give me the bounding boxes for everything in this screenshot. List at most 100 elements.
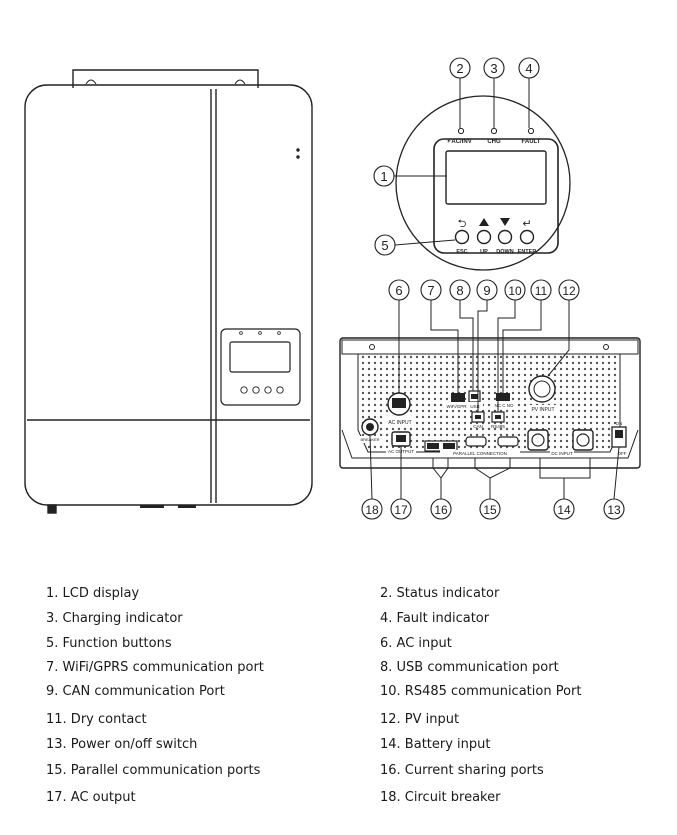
svg-text:OFF: OFF [618,451,627,456]
up-arrow-icon [479,218,489,226]
svg-text:CAN: CAN [473,424,483,429]
svg-text:AC INPUT: AC INPUT [388,420,411,426]
svg-text:DOWN: DOWN [496,249,513,255]
front-lcd-panel [220,328,301,406]
svg-text:ENTER: ENTER [518,249,537,255]
inverter-front-view [24,69,313,514]
legend-item-4: 4. Fault indicator [380,611,490,626]
legend-item-7: 7. WiFi/GPRS communication port [46,660,264,675]
inverter-bottom-view: AC INPUT WiFi/GPRS USB CAN RS485 NC C NO… [339,337,641,469]
callout-5: 5 [374,234,396,256]
parallel-port-1 [465,436,487,447]
legend-item-17: 17. AC output [46,790,136,805]
svg-text:13: 13 [607,503,621,517]
svg-text:6: 6 [395,283,402,298]
svg-text:ON: ON [616,421,623,426]
control-panel-zoom: ☀AC/INV CHG FAULT ⮌ ↵ ESC UP DOWN ENTER [395,95,571,271]
svg-text:PARALLEL CONNECTION: PARALLEL CONNECTION [453,451,507,456]
callout-18: 18 [361,498,383,520]
wifi-gprs-port [451,393,465,402]
fault-led [527,127,535,135]
svg-text:15: 15 [483,503,497,517]
legend-item-3: 3. Charging indicator [46,611,183,626]
legend-item-11: 11. Dry contact [46,712,147,727]
legend-item-18: 18. Circuit breaker [380,790,501,805]
legend-item-6: 6. AC input [380,636,452,651]
callout-4: 4 [518,57,540,79]
callout-13: 13 [603,498,625,520]
svg-text:PV INPUT: PV INPUT [531,407,554,413]
svg-text:ESC: ESC [456,249,467,255]
up-button [476,229,492,245]
callout-15: 15 [479,498,501,520]
callout-11: 11 [530,279,552,301]
svg-text:7: 7 [427,283,434,298]
legend-item-16: 16. Current sharing ports [380,763,544,778]
svg-text:DC INPUT: DC INPUT [551,451,573,456]
parallel-port-2 [497,436,519,447]
callout-8: 8 [449,279,471,301]
callout-1: 1 [373,165,395,187]
svg-text:NC C NO: NC C NO [495,403,514,408]
callout-16: 16 [430,498,452,520]
lcd-screen [445,150,547,205]
svg-text:16: 16 [434,503,448,517]
down-button [497,229,513,245]
svg-text:10: 10 [508,284,522,298]
callout-3: 3 [483,57,505,79]
inverter-housing [24,84,313,506]
label-fault: FAULT [522,139,541,145]
callout-17: 17 [390,498,412,520]
dry-contact-terminal [496,393,510,401]
charging-led [490,127,498,135]
callout-2: 2 [449,57,471,79]
legend-item-8: 8. USB communication port [380,660,559,675]
svg-text:4: 4 [525,61,532,76]
svg-text:2: 2 [456,61,463,76]
svg-text:USB: USB [470,404,479,409]
legend-item-15: 15. Parallel communication ports [46,763,261,778]
down-arrow-icon [500,218,510,226]
svg-text:UP: UP [480,249,488,255]
callout-7: 7 [420,279,442,301]
legend-item-9: 9. CAN communication Port [46,684,225,699]
enter-button [519,229,535,245]
esc-icon: ⮌ [458,218,467,230]
product-diagram: ☀AC/INV CHG FAULT ⮌ ↵ ESC UP DOWN ENTER … [24,57,641,520]
svg-text:11: 11 [535,284,548,298]
legend-item-13: 13. Power on/off switch [46,737,198,752]
battery-input-neg [527,429,549,451]
svg-text:17: 17 [394,503,408,517]
callout-6: 6 [388,279,410,301]
svg-text:3: 3 [490,61,497,76]
callout-9: 9 [476,279,498,301]
esc-button [454,229,470,245]
legend-item-5: 5. Function buttons [46,636,172,651]
legend-item-1: 1. LCD display [46,586,140,601]
callout-12: 12 [558,279,580,301]
svg-text:9: 9 [483,283,490,298]
callout-10: 10 [504,279,526,301]
status-led [457,127,465,135]
battery-input-pos [572,429,594,451]
label-chg: CHG [487,139,501,145]
legend-item-2: 2. Status indicator [380,586,500,601]
legend-item-10: 10. RS485 communication Port [380,684,582,699]
callout-leaders [369,78,620,500]
svg-text:1: 1 [380,169,387,184]
svg-text:WiFi/GPRS: WiFi/GPRS [447,404,470,409]
pv-input-port [528,375,556,403]
svg-text:5: 5 [381,238,388,253]
svg-text:12: 12 [562,284,576,298]
enter-icon: ↵ [522,218,531,230]
legend-item-14: 14. Battery input [380,737,491,752]
mounting-bracket [72,69,259,88]
svg-text:RS485: RS485 [491,424,505,429]
svg-text:18: 18 [365,503,379,517]
svg-text:8: 8 [456,283,463,298]
svg-text:14: 14 [557,503,571,517]
label-ac-inv: ☀AC/INV [446,138,472,145]
parts-legend: 1. LCD display 2. Status indicator 3. Ch… [0,578,677,818]
callout-14: 14 [553,498,575,520]
callouts: 1 2 3 4 5 6 7 8 9 10 11 12 13 14 15 16 1… [361,57,625,520]
